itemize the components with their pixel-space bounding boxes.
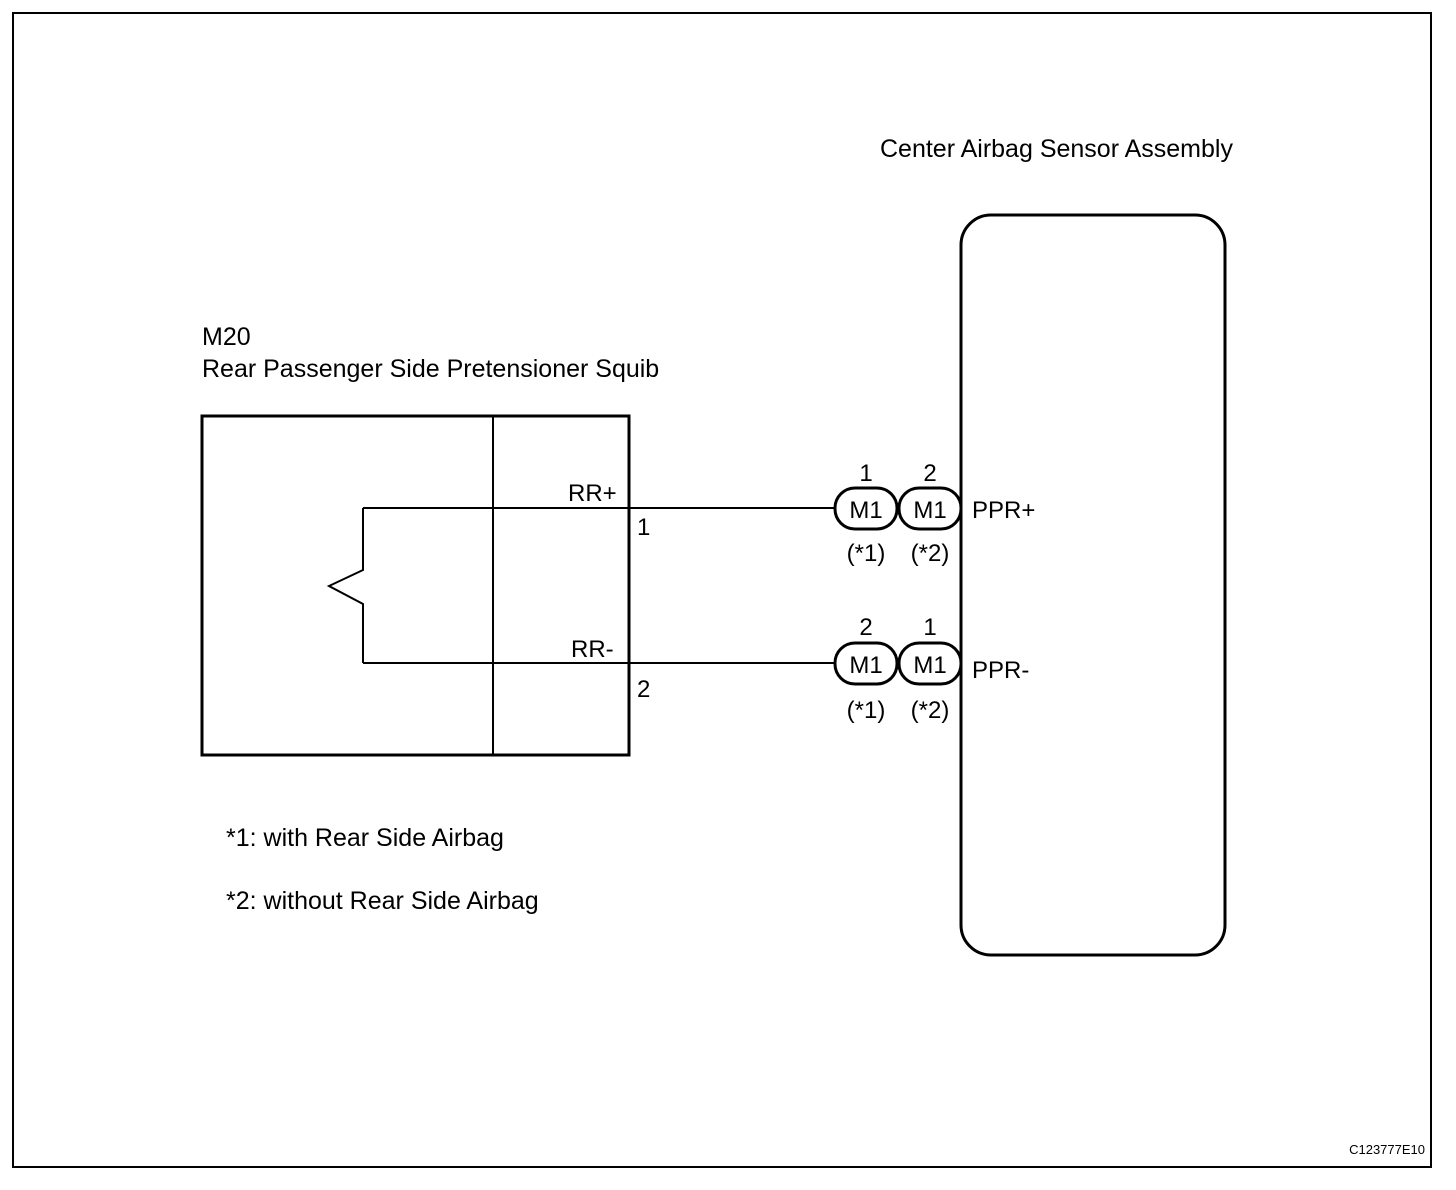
connector-bottom-1-variant: (*1) (847, 697, 886, 724)
connector-top-1-pin: 1 (859, 460, 872, 487)
note-1: *1: with Rear Side Airbag (226, 824, 504, 852)
squib-element-symbol (326, 508, 364, 663)
connector-bottom-1-pin: 2 (859, 614, 872, 641)
connector-top-1-variant: (*1) (847, 540, 886, 567)
connector-top-2-variant: (*2) (911, 540, 950, 567)
diagram-frame (12, 12, 1432, 1168)
squib-terminal-rr-minus: RR- (571, 636, 614, 663)
connector-top-2 (897, 486, 963, 531)
connector-bottom-2 (897, 641, 963, 686)
ecu-terminal-ppr-plus: PPR+ (972, 497, 1035, 524)
connector-top-1 (833, 486, 899, 531)
squib-pin-1: 1 (637, 514, 650, 541)
squib-name: Rear Passenger Side Pretensioner Squib (202, 355, 659, 383)
note-2: *2: without Rear Side Airbag (226, 887, 539, 915)
squib-code: M20 (202, 323, 251, 351)
connector-top-2-pin: 2 (923, 460, 936, 487)
ecu-box (959, 213, 1227, 957)
connector-bottom-1 (833, 641, 899, 686)
connector-bottom-2-label: M1 (913, 652, 946, 679)
ecu-terminal-ppr-minus: PPR- (972, 657, 1029, 684)
ecu-title: Center Airbag Sensor Assembly (880, 135, 1233, 163)
figure-code: C123777E10 (1349, 1142, 1425, 1157)
connector-bottom-2-pin: 1 (923, 614, 936, 641)
connector-top-1-label: M1 (849, 497, 882, 524)
squib-box (200, 414, 631, 757)
squib-terminal-rr-plus: RR+ (568, 480, 617, 507)
connector-bottom-1-label: M1 (849, 652, 882, 679)
squib-pin-2: 2 (637, 676, 650, 703)
connector-top-2-label: M1 (913, 497, 946, 524)
connector-bottom-2-variant: (*2) (911, 697, 950, 724)
